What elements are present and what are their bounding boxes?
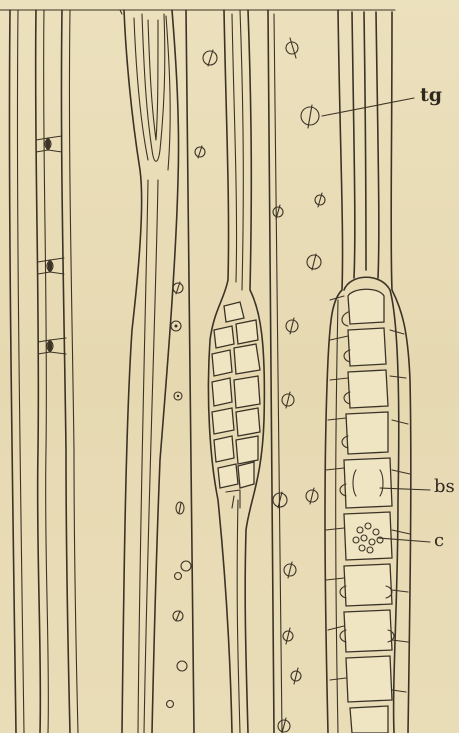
tracheid-left <box>9 10 78 733</box>
label-bs: bs <box>434 478 455 496</box>
label-tg: tg <box>420 86 442 105</box>
leader-line-tg <box>322 98 414 116</box>
tracheid-tapered <box>120 10 179 733</box>
bordered-pit <box>48 261 52 271</box>
tracheid-with-ray <box>186 10 264 733</box>
ray-parenchyma-column <box>326 12 411 733</box>
bordered-pit <box>48 341 52 351</box>
bordered-pit-cell <box>344 458 392 508</box>
label-c: c <box>434 532 444 550</box>
tracheid-middle <box>268 10 343 733</box>
bordered-pit <box>46 139 50 149</box>
